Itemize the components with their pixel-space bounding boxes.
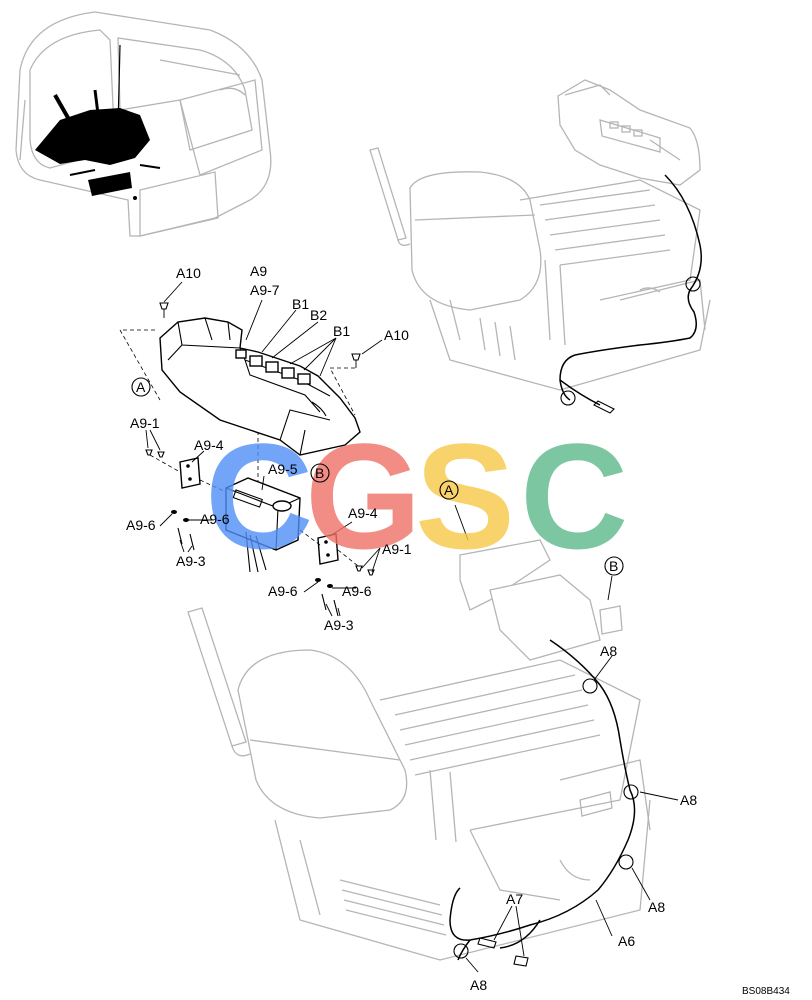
callout-b1-mid: B1 <box>333 323 350 339</box>
callout-a9-1-right: A9-1 <box>382 541 412 557</box>
circle-a-left-label: A <box>136 379 146 395</box>
circle-a-bottom <box>439 480 459 500</box>
watermark-letter-s: S <box>415 412 515 580</box>
callout-a9-7: A9-7 <box>250 282 280 298</box>
callout-a6: A6 <box>618 933 635 949</box>
callout-a9: A9 <box>250 263 267 279</box>
callout-a9-3-right: A9-3 <box>324 617 354 633</box>
callout-b1-top: B1 <box>292 296 309 312</box>
drawing-code: BS08B434 <box>742 986 790 997</box>
callout-a9-4-left: A9-4 <box>194 437 224 453</box>
callout-a8-right2: A8 <box>648 899 665 915</box>
callout-a9-6-left1: A9-6 <box>126 517 156 533</box>
callout-b2: B2 <box>310 307 327 323</box>
callout-a9-6-right2: A9-6 <box>342 583 372 599</box>
callout-a10-top: A10 <box>176 265 201 281</box>
circle-b-mid <box>310 463 330 483</box>
circle-b-mid-label: B <box>315 465 324 481</box>
callout-a8-bottom: A8 <box>470 977 487 993</box>
watermark-letter-c: C <box>205 412 313 580</box>
callout-labels: A10 A9 A9-7 B1 B2 B1 A10 A A9-1 A9-4 A9-… <box>126 263 790 997</box>
callout-a9-6-left2: A9-6 <box>200 511 230 527</box>
console-exploded <box>119 281 383 498</box>
circle-a-bottom-label: A <box>444 482 454 498</box>
callout-a8-right1: A8 <box>680 792 697 808</box>
circle-b-bottom <box>604 556 624 576</box>
callout-a9-4-right: A9-4 <box>348 505 378 521</box>
circle-b-bottom-label: B <box>609 558 618 574</box>
seat-assembly-upper <box>369 79 711 414</box>
watermark-letter-c2: C <box>520 412 628 580</box>
callout-a9-5: A9-5 <box>268 461 298 477</box>
callout-a9-3-left: A9-3 <box>176 553 206 569</box>
callout-a8-top: A8 <box>600 643 617 659</box>
callout-a9-6-right1: A9-6 <box>268 583 298 599</box>
cab-overview <box>15 11 272 237</box>
callout-a10-right: A10 <box>384 327 409 343</box>
callout-a9-1-left: A9-1 <box>130 415 160 431</box>
callout-a7: A7 <box>506 891 523 907</box>
watermark-letter-g: G <box>305 412 422 580</box>
circle-a-left <box>131 377 151 397</box>
seat-assembly-lower <box>187 504 679 973</box>
watermark: C G S C <box>205 412 628 580</box>
controller-brackets <box>145 429 381 617</box>
